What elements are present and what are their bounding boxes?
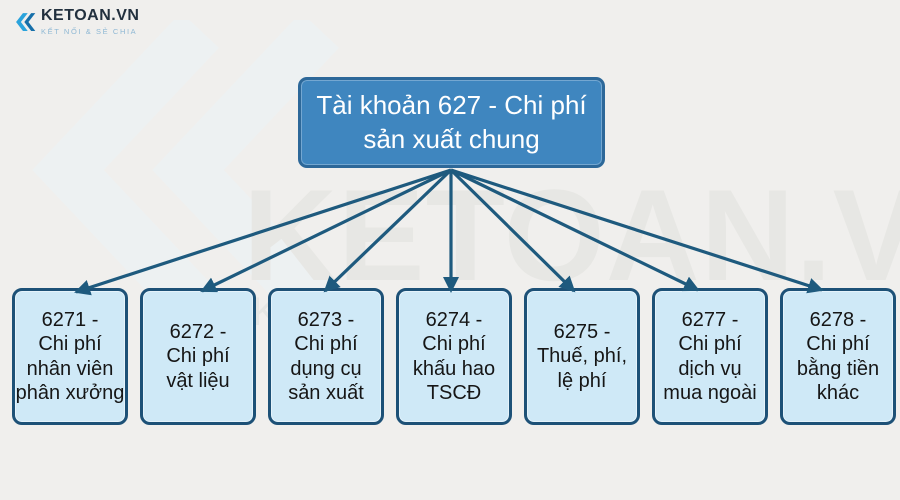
child-node-label: 6272 - Chi phí vật liệu [166,320,230,392]
child-node-6272: 6272 - Chi phí vật liệu [140,288,256,425]
brand-tagline: KẾT NỐI & SẺ CHIA [41,26,138,36]
child-node-label: 6271 - Chi phí nhân viên phân xưởng [15,308,125,404]
child-node-6271: 6271 - Chi phí nhân viên phân xưởng [12,288,128,425]
child-node-6278: 6278 - Chi phí bằng tiền khác [780,288,896,425]
child-node-row: 6271 - Chi phí nhân viên phân xưởng 6272… [12,288,896,425]
watermark-text: KETOAN.VN [243,162,900,308]
child-node-label: 6273 - Chi phí dụng cụ sản xuất [288,308,364,404]
child-node-label: 6277 - Chi phí dịch vụ mua ngoài [663,308,757,404]
child-node-6275: 6275 - Thuế, phí, lệ phí [524,288,640,425]
root-node-label: Tài khoản 627 - Chi phí sản xuất chung [316,89,587,154]
child-node-6274: 6274 - Chi phí khấu hao TSCĐ [396,288,512,425]
child-node-label: 6274 - Chi phí khấu hao TSCĐ [412,308,496,404]
child-node-label: 6278 - Chi phí bằng tiền khác [796,308,880,404]
child-node-6277: 6277 - Chi phí dịch vụ mua ngoài [652,288,768,425]
root-node-account-627: Tài khoản 627 - Chi phí sản xuất chung [298,77,605,168]
ketoan-chevron-icon [16,13,36,31]
brand-logo: KETOAN.VN KẾT NỐI & SẺ CHIA [14,7,140,36]
child-node-label: 6275 - Thuế, phí, lệ phí [536,320,628,392]
brand-name: KETOAN.VN [41,7,140,24]
child-node-6273: 6273 - Chi phí dụng cụ sản xuất [268,288,384,425]
